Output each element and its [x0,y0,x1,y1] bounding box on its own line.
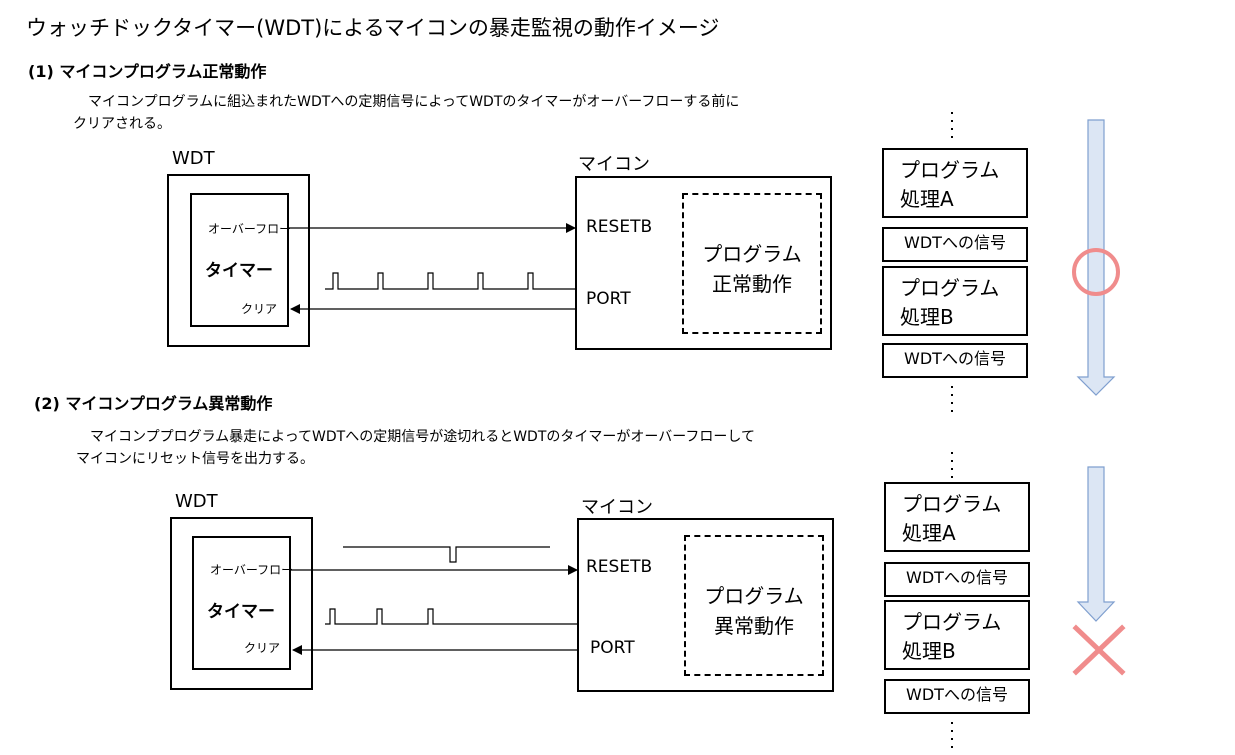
normal-heading: (1) マイコンプログラム正常動作 [28,62,267,81]
process-a-line2: 処理A [900,187,954,211]
wdt-signal-box-3: WDTへの信号 [884,562,1030,597]
periodic-pulse-signal [325,272,575,290]
abnormal-heading: (2) マイコンプログラム異常動作 [34,394,273,413]
mcu-label-2: マイコン [581,497,653,518]
vertical-dots-bottom-2 [951,722,953,748]
wdt-signal-box-4: WDTへの信号 [884,679,1030,714]
program-dashed-box [682,193,822,334]
cross-icon [1072,624,1126,676]
timer-label-2: タイマー [207,602,275,622]
timer-label: タイマー [205,261,273,281]
program-status-line1: プログラム [702,242,802,266]
normal-desc-line2: クリアされる。 [73,116,171,132]
process-b-line2: 処理B [900,305,954,329]
program-status-line1-2: プログラム [704,584,804,608]
abnormal-desc-line1: マイコンププログラム暴走によってWDTへの定期信号が途切れるとWDTのタイマーが… [90,429,755,445]
wdt-signal-box-1: WDTへの信号 [882,227,1028,262]
vertical-dots-bottom-1 [951,386,953,412]
resetb-label: RESETB [586,217,653,237]
program-dashed-box-2 [684,535,824,676]
process-b-box-2: プログラム 処理B [884,600,1030,670]
overflow-label-2: オーバーフロー [210,563,294,577]
abnormal-desc-line2: マイコンにリセット信号を出力する。 [76,451,314,467]
process-a-box-2: プログラム 処理A [884,482,1030,552]
port-label: PORT [586,289,631,309]
wdt-label-2: WDT [175,491,218,512]
port-label-2: PORT [590,638,635,658]
flow-down-arrow-2 [1076,466,1116,622]
overflow-label: オーバーフロー [208,222,292,236]
process-a-line2-2: 処理A [902,521,956,545]
wdt-inner-box-2 [192,536,291,670]
process-b-box: プログラム 処理B [882,266,1028,336]
page-title: ウォッチドックタイマー(WDT)によるマイコンの暴走監視の動作イメージ [26,16,720,40]
mcu-box-2 [577,518,834,692]
process-a-line1: プログラム [900,158,1000,182]
process-b-line1-2: プログラム [902,610,1002,634]
vertical-dots-top-2 [951,452,953,478]
interrupted-pulse-signal [325,608,577,625]
clear-label: クリア [241,302,278,316]
flow-down-arrow-1 [1076,119,1116,396]
wdt-inner-box [190,193,289,327]
mcu-box [575,176,832,350]
process-b-line1: プログラム [900,276,1000,300]
program-status-line2-2: 異常動作 [714,614,794,638]
normal-desc-line1: マイコンプログラムに組込まれたWDTへの定期信号によってWDTのタイマーがオーバ… [88,94,740,110]
vertical-dots-top-1 [951,112,953,138]
wdt-label: WDT [172,148,215,169]
process-b-line2-2: 処理B [902,639,956,663]
circle-icon [1072,248,1120,296]
process-a-line1-2: プログラム [902,492,1002,516]
wdt-signal-box-2: WDTへの信号 [882,343,1028,378]
clear-label-2: クリア [244,641,281,655]
resetb-label-2: RESETB [586,557,653,577]
program-status-line2: 正常動作 [712,272,792,296]
process-a-box: プログラム 処理A [882,148,1028,218]
reset-pulse-signal [343,546,550,563]
mcu-label: マイコン [578,154,650,175]
